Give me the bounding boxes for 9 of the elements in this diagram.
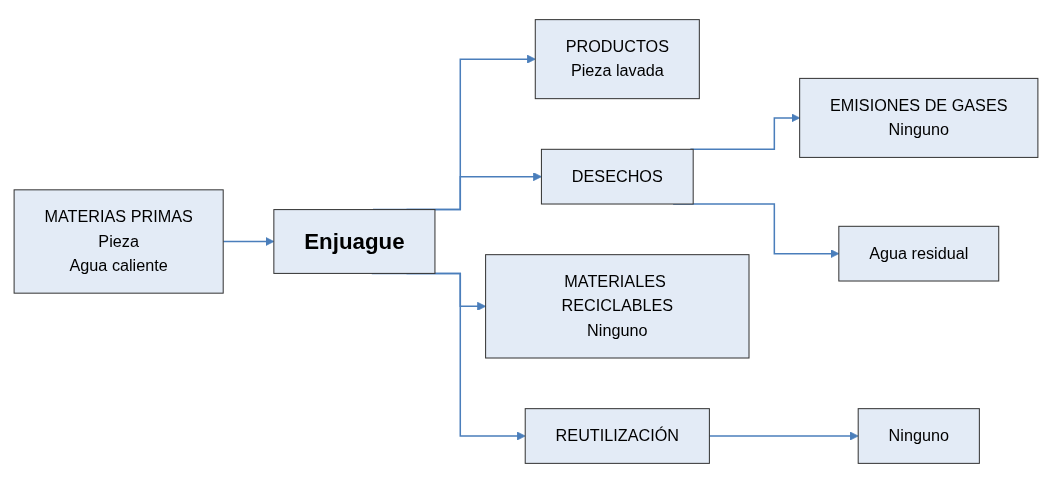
node-box: MATERIALES RECICLABLES Ninguno bbox=[485, 254, 750, 359]
node-box: PRODUCTOS Pieza lavada bbox=[534, 19, 700, 100]
node-box: EMISIONES DE GASES Ninguno bbox=[799, 77, 1039, 158]
node-box: REUTILIZACIÓN bbox=[524, 408, 710, 464]
node-box: Enjuague bbox=[273, 209, 436, 274]
node-box: DESECHOS bbox=[540, 148, 694, 205]
node-box: MATERIAS PRIMAS Pieza Agua caliente bbox=[13, 189, 224, 294]
node-box: Agua residual bbox=[838, 225, 1000, 282]
node-box: Ninguno bbox=[857, 408, 980, 464]
